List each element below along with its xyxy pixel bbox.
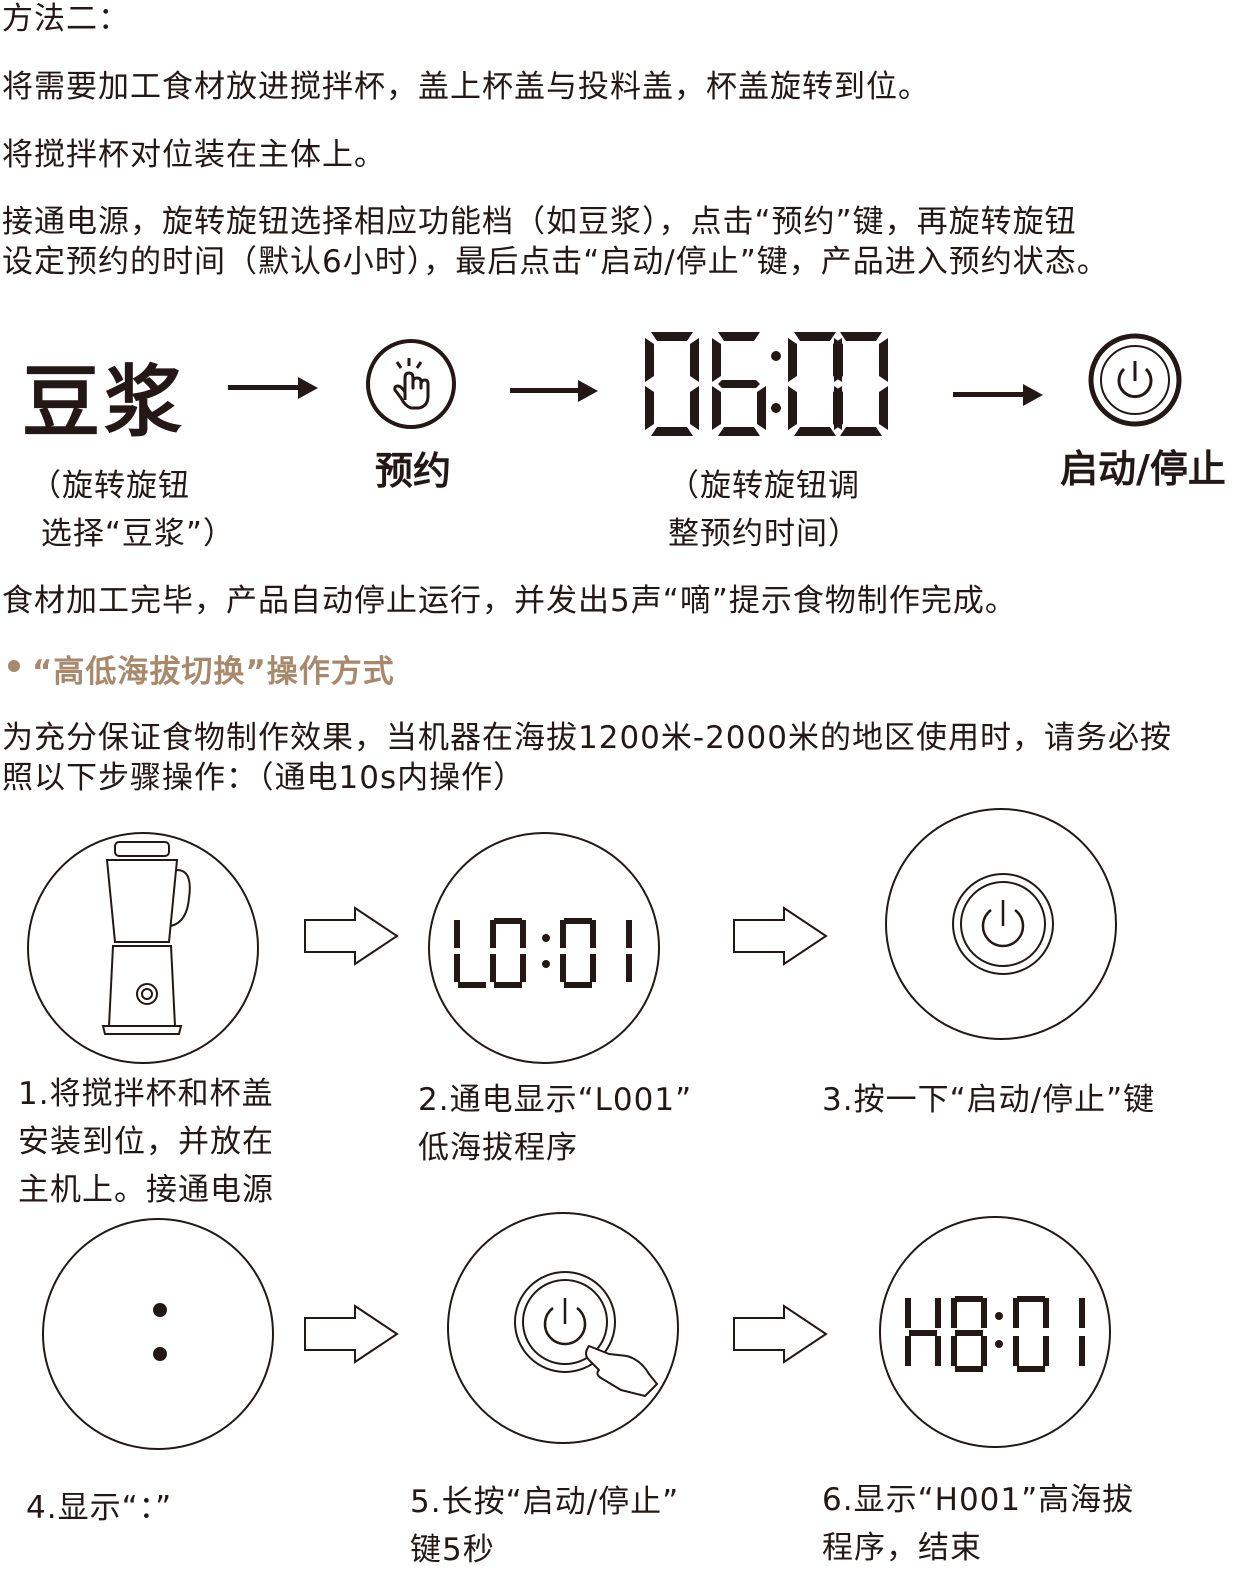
power-icon	[1088, 333, 1182, 427]
step-1-caption: 1.将搅拌杯和杯盖 安装到位，并放在 主机上。接通电源	[18, 1076, 274, 1208]
flow-arrow-3	[953, 392, 1025, 397]
step-6-caption: 6.显示“H001”高海拔 程序，结束	[822, 1482, 1135, 1566]
flow-arrow-1	[228, 385, 300, 390]
press-power-icon	[514, 1271, 658, 1397]
step-4-caption: 4.显示“：”	[26, 1490, 173, 1526]
l001-display	[454, 918, 632, 988]
flow-arrow-1-head	[298, 377, 318, 399]
colon-display	[153, 1303, 167, 1361]
step-5-circle	[447, 1212, 679, 1444]
method-title: 方法二：	[2, 1, 130, 37]
completion-text: 食材加工完毕，产品自动停止运行，并发出5声“嘀”提示食物制作完成。	[2, 583, 1017, 619]
step-2-caption: 2.通电显示“L001” 低海拔程序	[418, 1082, 693, 1166]
instruction-reservation: 接通电源，旋转旋钮选择相应功能档（如豆浆），点击“预约”键，再旋转旋钮 设定预约…	[2, 204, 1109, 280]
step-3-circle	[885, 808, 1117, 1040]
instruction-load-cup: 将需要加工食材放进搅拌杯，盖上杯盖与投料盖，杯盖旋转到位。	[2, 69, 930, 105]
step-4-circle	[42, 1218, 274, 1450]
altitude-heading: “高低海拔切换”操作方式	[32, 654, 395, 690]
step-1-circle	[27, 832, 259, 1064]
time-display	[645, 332, 888, 436]
start-stop-label: 启动/停止	[1060, 447, 1226, 491]
step-3-caption: 3.按一下“启动/停止”键	[822, 1082, 1156, 1118]
display-caption: （旋转旋钮调 整预约时间）	[668, 468, 860, 552]
flow-arrow-3-head	[1023, 384, 1043, 406]
tap-finger-icon	[366, 339, 456, 429]
altitude-description: 为充分保证食物制作效果，当机器在海拔1200米-2000米的地区使用时，请务必按…	[2, 720, 1172, 796]
blender-icon	[101, 841, 191, 1035]
soymilk-label: 豆浆	[22, 358, 187, 448]
step-5-caption: 5.长按“启动/停止” 键5秒	[410, 1484, 680, 1568]
step-arrow-2	[733, 906, 828, 966]
power-icon	[952, 873, 1054, 975]
heading-bullet	[8, 660, 20, 672]
step-arrow-3	[304, 1304, 399, 1364]
step-arrow-4	[733, 1304, 828, 1364]
soymilk-caption: （旋转旋钮 选择“豆浆”）	[30, 468, 235, 552]
h001-display	[905, 1296, 1085, 1372]
instruction-mount-cup: 将搅拌杯对位装在主体上。	[2, 137, 386, 173]
flow-arrow-2	[510, 388, 580, 393]
step-6-circle	[879, 1216, 1111, 1448]
step-arrow-1	[304, 906, 399, 966]
flow-arrow-2-head	[578, 380, 598, 402]
step-2-circle	[428, 832, 660, 1064]
reserve-label: 预约	[375, 449, 452, 493]
